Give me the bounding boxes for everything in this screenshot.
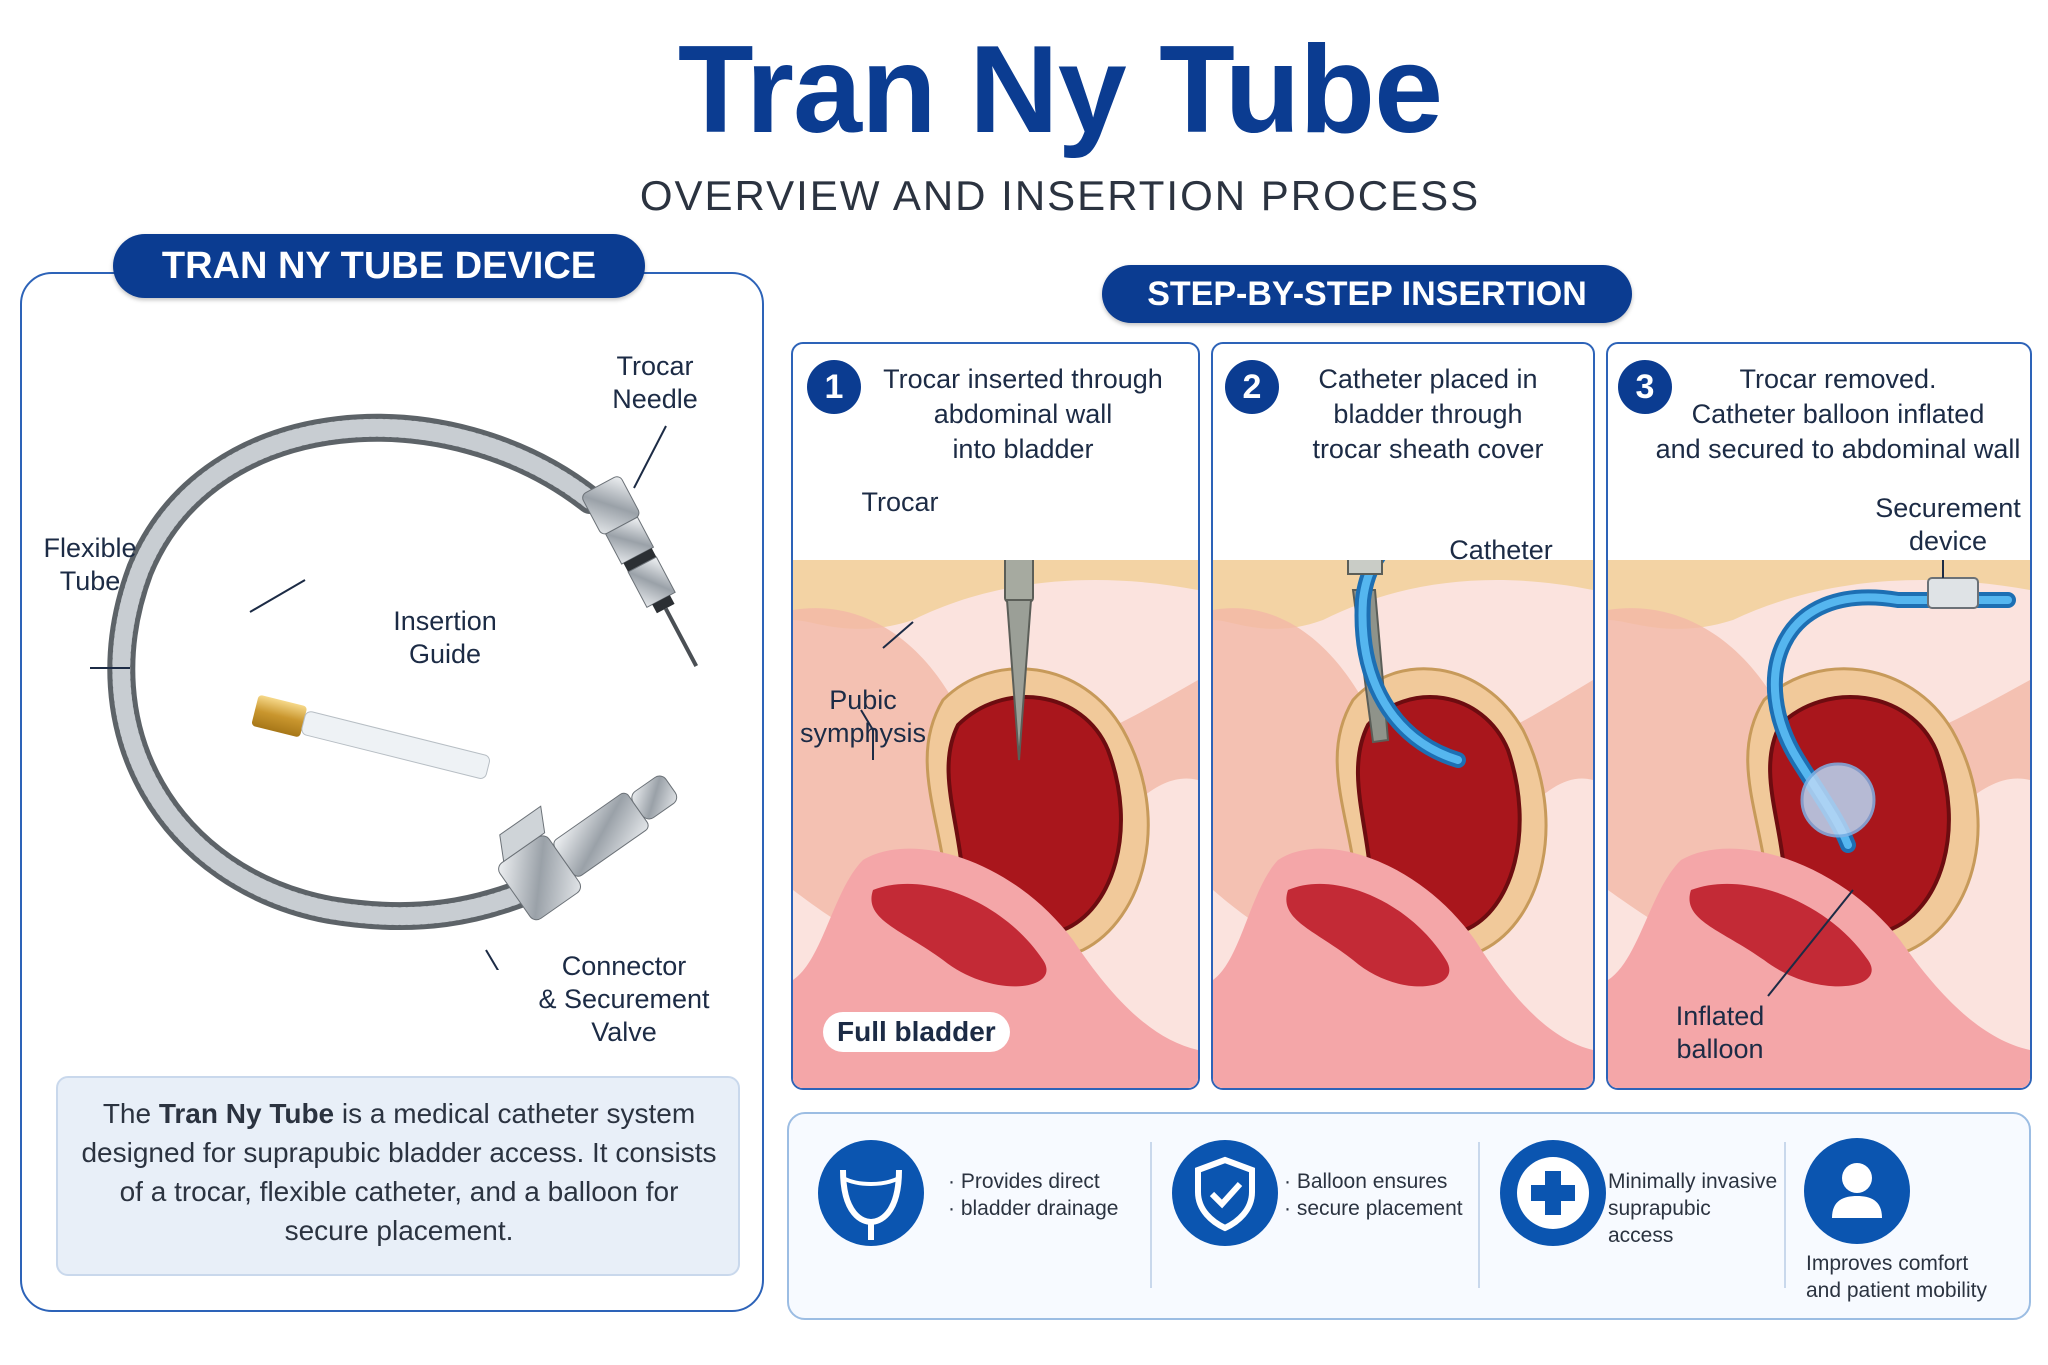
- trocar-label: Trocar: [861, 487, 939, 517]
- step-3-text: Trocar removed.Catheter balloon inflated…: [1655, 364, 2021, 464]
- steps-heading: STEP-BY-STEP INSERTION: [1102, 265, 1632, 323]
- benefit-divider: [1478, 1142, 1480, 1288]
- flexible-tube: [107, 413, 604, 931]
- page-title: Tran Ny Tube: [677, 21, 1443, 159]
- device-heading: TRAN NY TUBE DEVICE: [113, 234, 645, 298]
- insertion-guide: [251, 695, 491, 779]
- benefit-2-text: · Balloon ensures· secure placement: [1284, 1170, 1463, 1220]
- step-1-illustration: [793, 560, 1198, 1088]
- step-2-illustration: [1213, 560, 1593, 1088]
- device-leader-lines: [90, 425, 667, 970]
- step-3-illustration: [1608, 560, 2030, 1088]
- person-icon: [1804, 1138, 1910, 1244]
- medical-cross-icon: [1500, 1140, 1606, 1246]
- bladder-icon: [818, 1140, 924, 1246]
- benefit-1-text: · Provides direct· bladder drainage: [948, 1170, 1119, 1220]
- benefit-divider: [1784, 1142, 1786, 1288]
- device-illustration: [90, 413, 699, 970]
- shield-check-icon: [1172, 1140, 1278, 1246]
- device-description: The Tran Ny Tube is a medical catheter s…: [81, 1098, 717, 1246]
- description-box: [56, 1076, 740, 1276]
- connector-valve: [498, 775, 678, 921]
- page-subtitle: OVERVIEW AND INSERTION PROCESS: [639, 172, 1481, 219]
- step-3-number: 3: [1618, 360, 1672, 414]
- step-3-card: 3 Trocar removed.Catheter balloon inflat…: [1606, 342, 2032, 1090]
- benefit-divider: [1150, 1142, 1152, 1288]
- step-2-number: 2: [1225, 360, 1279, 414]
- step-1-number: 1: [807, 360, 861, 414]
- catheter-label: Catheter: [1449, 535, 1553, 565]
- full-bladder-badge: Full bladder: [823, 1012, 1010, 1052]
- trocar-needle: [582, 476, 699, 667]
